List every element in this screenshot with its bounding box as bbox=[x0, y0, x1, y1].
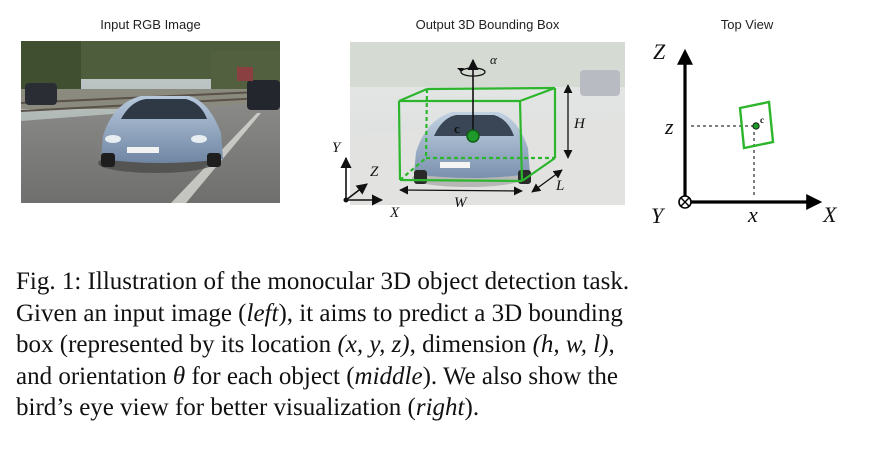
caption-line-2: Given an input image (left), it aims to … bbox=[16, 299, 623, 327]
bounding-box-3d bbox=[397, 86, 557, 183]
top-y-axis-label: Y bbox=[651, 203, 666, 228]
right-panel-title: Top View bbox=[720, 17, 774, 32]
top-view-center-label: c bbox=[760, 115, 764, 125]
caption-line-4: and orientation θ for each object (middl… bbox=[16, 362, 619, 390]
top-view-figure: Z X Y z x c bbox=[651, 39, 838, 228]
svg-text:Y: Y bbox=[332, 140, 342, 156]
input-rgb-image bbox=[21, 41, 280, 203]
svg-text:X: X bbox=[389, 205, 400, 221]
caption-line-1: Fig. 1: Illustration of the monocular 3D… bbox=[16, 268, 630, 295]
top-x-axis-label: X bbox=[822, 202, 838, 227]
caption-line-3: box (represented by its location (x, y, … bbox=[16, 331, 615, 358]
detected-car bbox=[412, 112, 531, 187]
z-tick-label: z bbox=[664, 114, 674, 139]
top-view-box bbox=[738, 100, 775, 150]
svg-text:Z: Z bbox=[370, 164, 379, 180]
alpha-label: α bbox=[490, 52, 498, 67]
middle-panel-title: Output 3D Bounding Box bbox=[415, 17, 560, 32]
left-panel-title: Input RGB Image bbox=[100, 17, 201, 32]
camera-axes: Y Z X bbox=[332, 140, 400, 221]
center-label: c bbox=[454, 121, 460, 136]
figure-caption: Fig. 1: Illustration of the monocular 3D… bbox=[16, 266, 861, 424]
x-tick-label: x bbox=[747, 202, 758, 227]
top-z-axis-label: Z bbox=[653, 39, 666, 64]
width-label: W bbox=[454, 195, 468, 211]
top-view-center-point bbox=[752, 122, 760, 130]
box-center-point bbox=[466, 129, 480, 143]
height-label: H bbox=[573, 116, 586, 132]
bounding-box-figure: α c H W L Y Z X bbox=[332, 42, 625, 221]
road-scene-illustration bbox=[21, 41, 280, 203]
top-view-axes bbox=[677, 48, 823, 210]
length-label: L bbox=[555, 178, 564, 194]
figure-label: Fig. 1: bbox=[16, 268, 82, 295]
caption-line-5: bird’s eye view for better visualization… bbox=[16, 394, 480, 421]
